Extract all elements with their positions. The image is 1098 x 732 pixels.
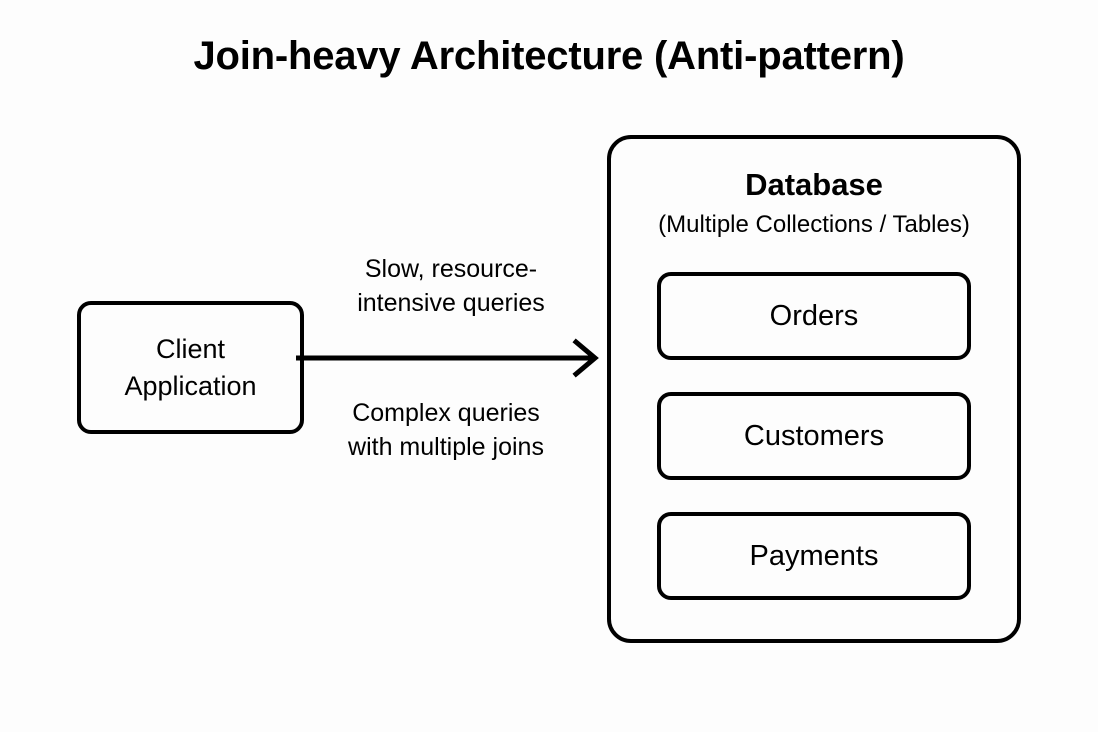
client-application-node: Client Application bbox=[77, 301, 304, 434]
page-title: Join-heavy Architecture (Anti-pattern) bbox=[193, 34, 905, 78]
client-application-label-line1: Client bbox=[155, 333, 226, 364]
collection-box-customers: Customers bbox=[657, 392, 971, 480]
arrow-label-above-line2: intensive queries bbox=[357, 289, 545, 317]
arrow-label-below-line1: Complex queries bbox=[352, 399, 540, 427]
arrow-label-below: Complex queries with multiple joins bbox=[301, 396, 591, 464]
arrow-label-above-line1: Slow, resource- bbox=[364, 255, 538, 283]
arrow-label-above: Slow, resource- intensive queries bbox=[306, 252, 596, 320]
arrow-right-icon bbox=[572, 338, 599, 378]
arrow-label-below-line2: with multiple joins bbox=[348, 433, 544, 461]
collection-box-orders: Orders bbox=[657, 272, 971, 360]
database-subtitle: (Multiple Collections / Tables) bbox=[658, 211, 970, 238]
database-node: Database (Multiple Collections / Tables)… bbox=[607, 135, 1021, 643]
database-title: Database bbox=[745, 167, 883, 202]
client-application-label-line2: Application bbox=[124, 370, 257, 401]
query-flow-arrow bbox=[296, 338, 599, 378]
collection-box-payments: Payments bbox=[657, 512, 971, 600]
